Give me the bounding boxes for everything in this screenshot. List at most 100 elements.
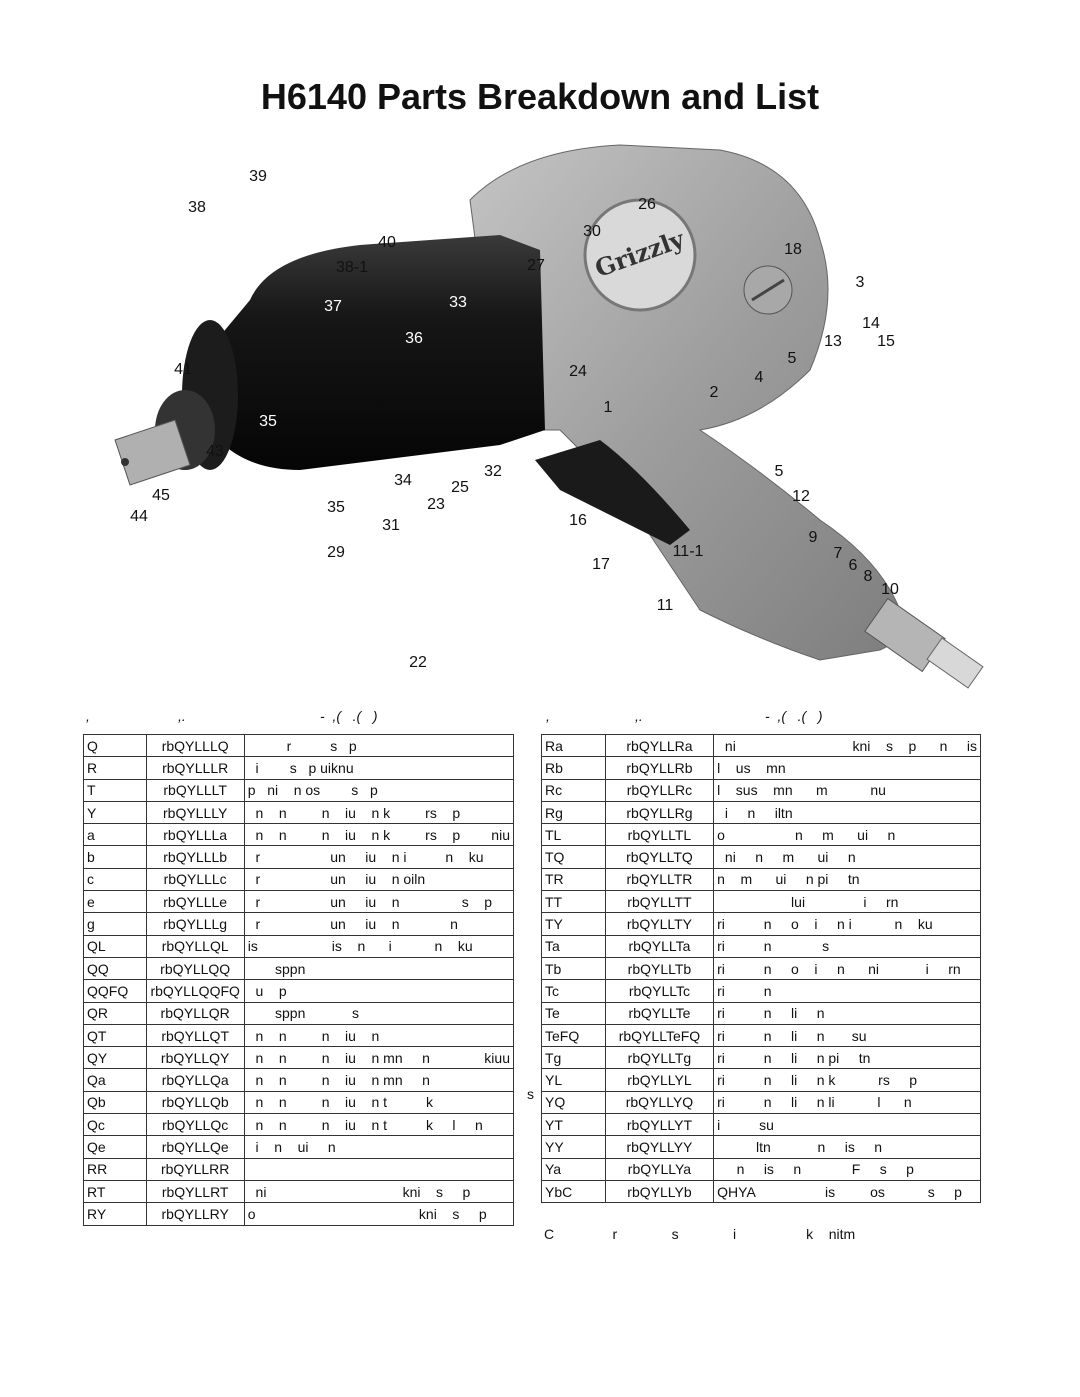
impact-wrench-illustration: Grizzly bbox=[114, 144, 984, 689]
header-description: - ,( .( ) bbox=[320, 708, 378, 724]
cell-ref: YT bbox=[541, 1113, 606, 1137]
cell-ref: Ta bbox=[541, 934, 606, 958]
callout: 38 bbox=[188, 199, 206, 216]
cell-part-number: rbQYLLYY bbox=[604, 1135, 715, 1159]
callout: 4 bbox=[754, 369, 764, 386]
cell-description: u p bbox=[243, 979, 515, 1003]
cell-description: is is n i n ku bbox=[243, 934, 515, 958]
cell-description: n is n F s p bbox=[713, 1157, 981, 1181]
callout: 25 bbox=[451, 479, 469, 496]
header-part: ,. bbox=[635, 708, 643, 724]
cell-description: l us mn bbox=[713, 756, 981, 780]
cell-description: n m ui n pi tn bbox=[713, 867, 981, 892]
callout: 11-1 bbox=[672, 543, 704, 560]
cell-description: i n iltn bbox=[713, 800, 981, 825]
cell-description: QHYA is os s p bbox=[713, 1179, 981, 1204]
cell-description: i su bbox=[713, 1113, 981, 1137]
cell-description: o n m ui n bbox=[713, 823, 981, 847]
cell-ref: QL bbox=[83, 934, 147, 958]
cell-description: sppn bbox=[243, 956, 515, 981]
cell-part-number: rbQYLLYb bbox=[604, 1179, 715, 1204]
callout: 40 bbox=[378, 234, 396, 251]
cell-part-number: rbQYLLTe bbox=[604, 1001, 715, 1025]
cell-part-number: rbQYLLTg bbox=[604, 1046, 715, 1070]
cell-part-number: rbQYLLTb bbox=[604, 956, 715, 981]
callout: 17 bbox=[592, 556, 610, 573]
cell-ref: TY bbox=[541, 912, 606, 936]
trigger bbox=[535, 440, 690, 545]
cell-part-number: rbQYLLQY bbox=[145, 1046, 245, 1070]
cell-part-number: rbQYLLRc bbox=[604, 778, 715, 802]
cell-part-number: rbQYLLQQFQ bbox=[145, 979, 245, 1003]
cell-ref: Rb bbox=[541, 756, 606, 780]
cell-ref: RT bbox=[83, 1179, 147, 1204]
cell-description: ri n li n pi tn bbox=[713, 1046, 981, 1070]
cell-ref: Rg bbox=[541, 800, 606, 825]
tool-body bbox=[469, 144, 902, 661]
callout: 23 bbox=[427, 496, 445, 513]
hammer-case bbox=[200, 235, 545, 470]
cell-ref: RR bbox=[83, 1157, 147, 1181]
cell-part-number: rbQYLLTY bbox=[604, 912, 715, 936]
cell-ref: Tb bbox=[541, 956, 606, 981]
callout: 8 bbox=[863, 568, 873, 585]
cell-description: r un iu n oiln bbox=[243, 867, 515, 892]
cell-ref: YbC bbox=[541, 1179, 606, 1204]
cell-ref: TeFQ bbox=[541, 1023, 606, 1048]
cell-description: ltn n is n bbox=[713, 1135, 981, 1159]
cell-ref: Qe bbox=[83, 1135, 147, 1159]
callout: 15 bbox=[877, 333, 895, 350]
cell-part-number: rbQYLLTc bbox=[604, 979, 715, 1003]
callout: 32 bbox=[484, 463, 502, 480]
callout: 35 bbox=[259, 413, 277, 430]
cell-ref: e bbox=[83, 890, 147, 914]
cell-ref: QQ bbox=[83, 956, 147, 981]
cell-part-number: rbQYLLRb bbox=[604, 756, 715, 780]
cell-description: n n n iu n t k bbox=[243, 1090, 515, 1115]
cell-description: ni n m ui n bbox=[713, 845, 981, 869]
cell-part-number: rbQYLLLg bbox=[145, 912, 245, 936]
cell-description: n n n iu n bbox=[243, 1023, 515, 1048]
callout: 30 bbox=[583, 223, 601, 240]
cell-part-number: rbQYLLRR bbox=[145, 1157, 245, 1181]
cell-part-number: rbQYLLLb bbox=[145, 845, 245, 869]
callout: 12 bbox=[792, 488, 810, 505]
stray-mark: s bbox=[527, 1086, 534, 1102]
cell-ref: Q bbox=[83, 733, 147, 758]
cell-part-number: rbQYLLYQ bbox=[604, 1090, 715, 1115]
page-title: H6140 Parts Breakdown and List bbox=[260, 76, 820, 117]
callout: 5 bbox=[787, 350, 797, 367]
callout: 5 bbox=[774, 463, 784, 480]
cell-ref: YL bbox=[541, 1068, 606, 1092]
cell-part-number: rbQYLLQc bbox=[145, 1113, 245, 1137]
cell-description: lui i rn bbox=[713, 890, 981, 914]
cell-part-number: rbQYLLQR bbox=[145, 1001, 245, 1025]
cell-part-number: rbQYLLLa bbox=[145, 823, 245, 847]
cell-part-number: rbQYLLQT bbox=[145, 1023, 245, 1048]
table-note: C r s i k nitm bbox=[544, 1226, 856, 1242]
cell-description: ni kni s p n is bbox=[713, 733, 981, 758]
cell-part-number: rbQYLLTa bbox=[604, 934, 715, 958]
cell-description: ri n o i n ni i rn bbox=[713, 956, 981, 981]
cell-ref: Y bbox=[83, 800, 147, 825]
